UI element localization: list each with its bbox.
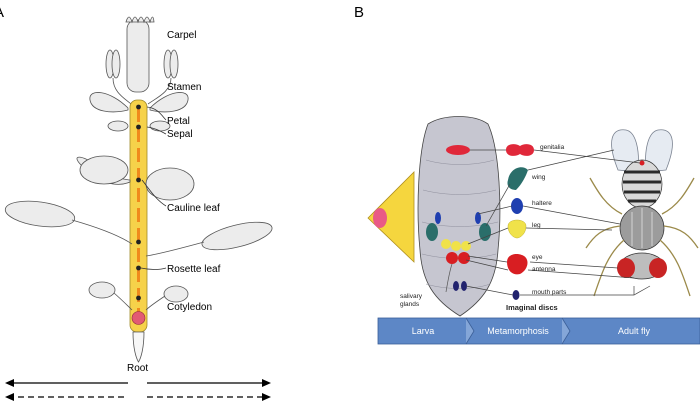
stage-bar — [377, 317, 700, 345]
cotyledon-dot — [131, 311, 146, 325]
label-sepal: Sepal — [167, 129, 193, 140]
stage-adult-fly: Adult fly — [617, 326, 650, 336]
petal-right — [149, 92, 189, 113]
cauline-leaf-right — [145, 167, 195, 201]
fly-diagram — [367, 116, 700, 345]
disc-mouth-parts — [512, 290, 520, 300]
plant-diagram — [4, 16, 273, 401]
panel-letter-a: A — [0, 4, 4, 21]
fly-eye-left — [617, 258, 635, 278]
petal-left — [89, 92, 129, 113]
label-cotyledon: Cotyledon — [167, 302, 213, 313]
disc-haltere — [511, 198, 523, 214]
stigma-shape — [125, 16, 155, 24]
adult-fly — [585, 129, 699, 297]
stage-larva: Larva — [411, 326, 435, 336]
sepal-left — [107, 120, 129, 132]
fly-eye-right — [649, 258, 667, 278]
label-wing: wing — [532, 174, 546, 181]
label-salivary: salivary — [400, 293, 423, 300]
label-stamen: Stamen — [167, 82, 202, 93]
disc-wing — [507, 167, 528, 190]
label-mouth-parts: mouth parts — [532, 289, 567, 296]
cotyledon-left — [88, 281, 116, 299]
label-carpel: Carpel — [167, 30, 197, 41]
cotyledon-right — [163, 285, 189, 303]
rosette-leaf-right — [201, 221, 273, 251]
cone-dot — [373, 208, 387, 228]
label-rosette-leaf: Rosette leaf — [167, 264, 221, 275]
stamen-right-2 — [169, 49, 179, 79]
label-eye: eye — [532, 254, 543, 261]
label-petal: Petal — [167, 116, 190, 127]
larva-genital-disc — [446, 145, 470, 155]
disc-genitalia — [506, 144, 534, 156]
label-cauline-leaf: Cauline leaf — [167, 203, 220, 214]
label-glands: glands — [400, 301, 420, 308]
stage-metamorphosis: Metamorphosis — [487, 326, 549, 336]
cauline-leaf-left-blade — [79, 155, 129, 185]
carpel-shape — [126, 19, 150, 93]
label-leg: leg — [532, 222, 541, 229]
rosette-leaf-left — [4, 200, 76, 228]
disc-leg — [507, 219, 527, 239]
stamen-left-2 — [111, 49, 121, 79]
label-imaginal-discs: Imaginal discs — [506, 303, 558, 312]
label-root: Root — [127, 363, 149, 374]
panel-letter-b: B — [354, 4, 365, 21]
label-genitalia: genitalia — [540, 144, 565, 151]
fly-wing-right — [645, 129, 673, 173]
cone-shape — [367, 171, 415, 263]
label-haltere: haltere — [532, 200, 552, 207]
label-antenna: antenna — [532, 266, 556, 273]
root — [132, 331, 145, 363]
disc-eye — [507, 254, 528, 275]
larva-body — [417, 116, 501, 317]
